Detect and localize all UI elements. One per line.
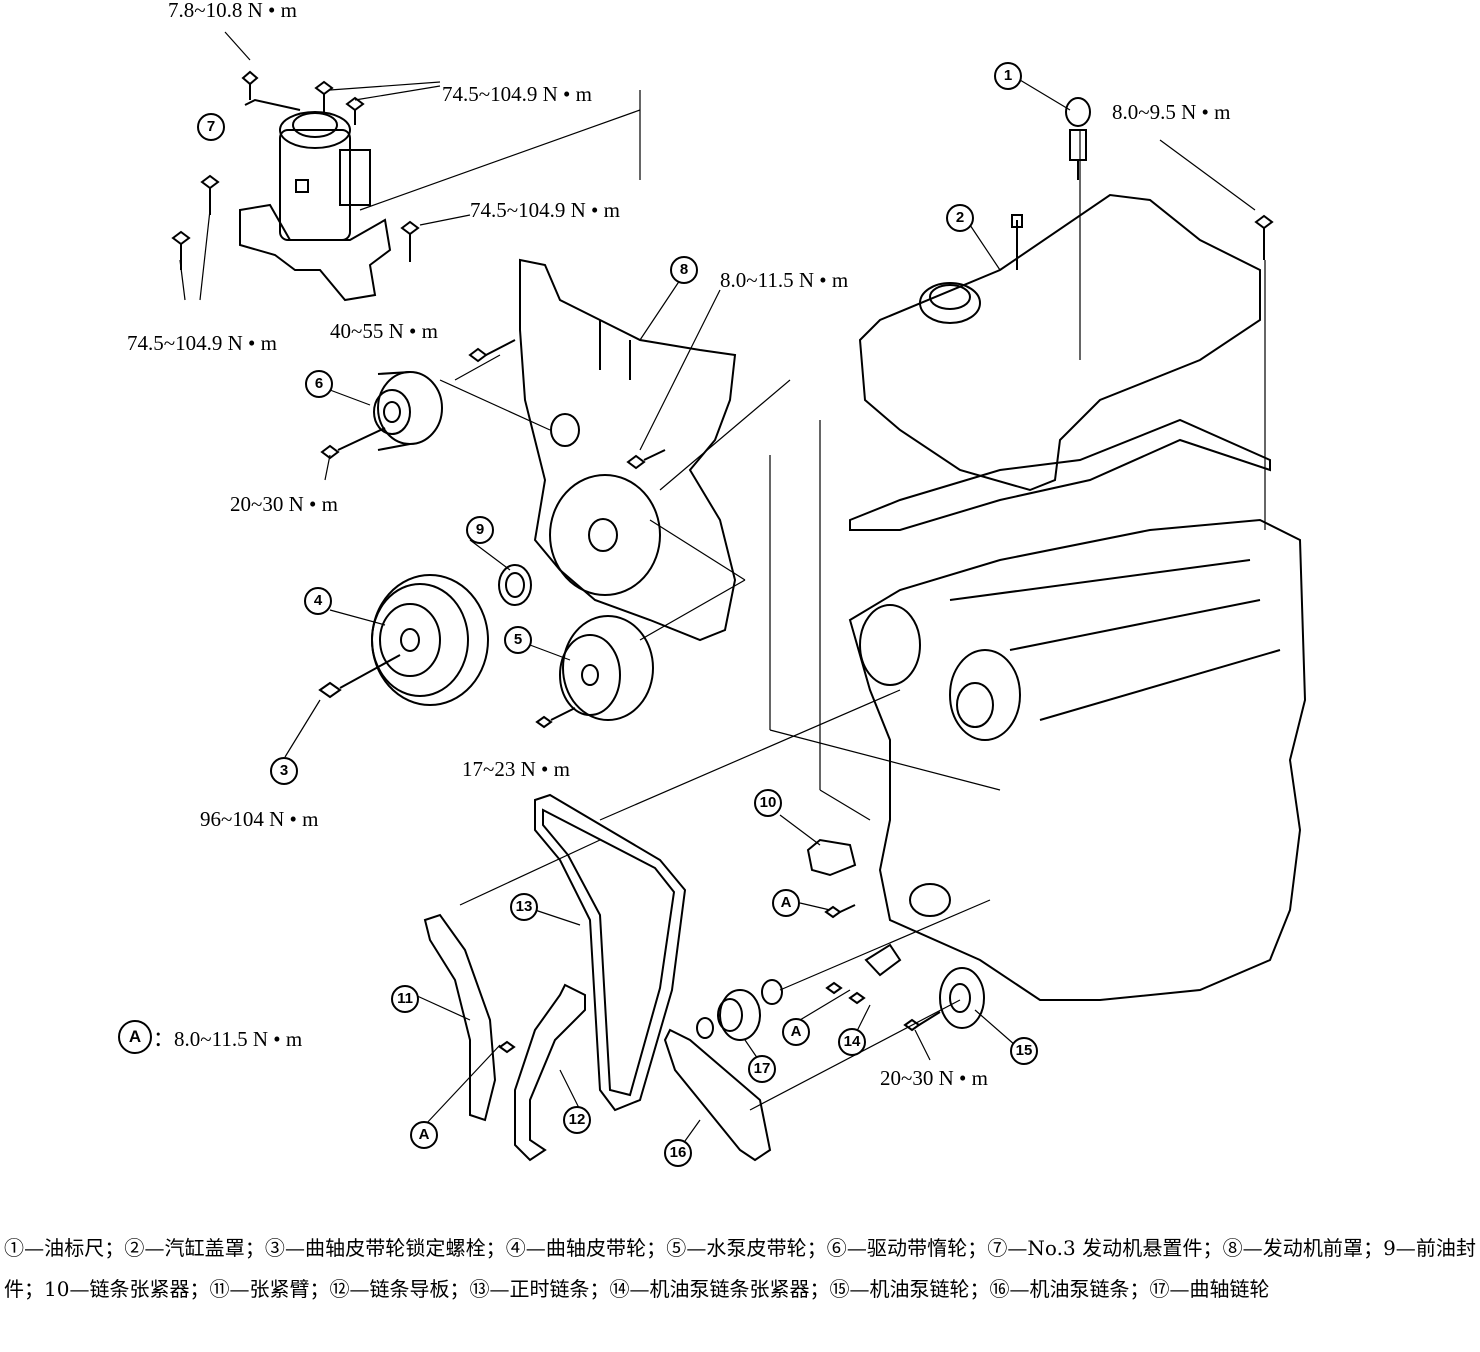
note-a-marker: A [118,1020,152,1054]
torque-cover-bolt: 8.0~11.5 N • m [720,268,849,292]
figure-caption: ①—油标尺；②—汽缸盖罩；③—曲轴皮带轮锁定螺栓；④—曲轴皮带轮；⑤—水泵皮带轮… [4,1236,1476,1301]
callout-15: 15 [1010,1037,1038,1065]
callout-2: 2 [946,204,974,232]
callout-a-tensioner: A [772,889,800,917]
crankshaft-pulley [318,574,489,706]
callout-8: 8 [670,256,698,284]
callout-14: 14 [838,1028,866,1056]
callout-13: 13 [510,893,538,921]
torque-crank-bolt: 96~104 N • m [200,807,319,831]
torque-mount-nut: 74.5~104.9 N • m [442,82,592,106]
idler-pulley [320,371,443,460]
callout-a-oil-pump: A [782,1018,810,1046]
torque-mount-bolt-left: 74.5~104.9 N • m [127,331,277,355]
engine-block [848,518,1307,1001]
torque-water-pump-bolt: 17~23 N • m [462,757,570,781]
water-pump-pulley [535,615,654,729]
callout-17: 17 [748,1055,776,1083]
callout-9: 9 [466,516,494,544]
chain-tensioner [806,838,857,919]
callout-7: 7 [197,113,225,141]
callout-1: 1 [994,62,1022,90]
oil-pump-parts [663,943,985,1162]
callout-16: 16 [664,1139,692,1167]
torque-mount-bolt-right: 74.5~104.9 N • m [470,198,620,222]
torque-note-a: ：8.0~11.5 N • m [153,1027,303,1051]
timing-chain [534,793,687,1112]
callout-3: 3 [270,757,298,785]
callout-6: 6 [305,370,333,398]
torque-front-cover-bolt: 40~55 N • m [330,319,438,343]
torque-oil-pump-bolt: 20~30 N • m [880,1066,988,1090]
cylinder-head-cover [849,193,1274,531]
callout-4: 4 [304,587,332,615]
front-cover [468,258,737,642]
torque-top-bolt: 7.8~10.8 N • m [168,0,297,22]
callout-12: 12 [563,1106,591,1134]
dipstick [1065,97,1091,180]
chain-guide [514,983,586,1162]
callout-5: 5 [504,626,532,654]
callout-10: 10 [754,789,782,817]
torque-idler-bolt: 20~30 N • m [230,492,338,516]
tension-arm [423,913,516,1122]
oil-seal [498,564,532,606]
callout-11: 11 [391,985,419,1013]
callout-a-arm: A [410,1121,438,1149]
engine-mount [171,70,420,302]
torque-head-cover-bolt: 8.0~9.5 N • m [1112,100,1231,124]
